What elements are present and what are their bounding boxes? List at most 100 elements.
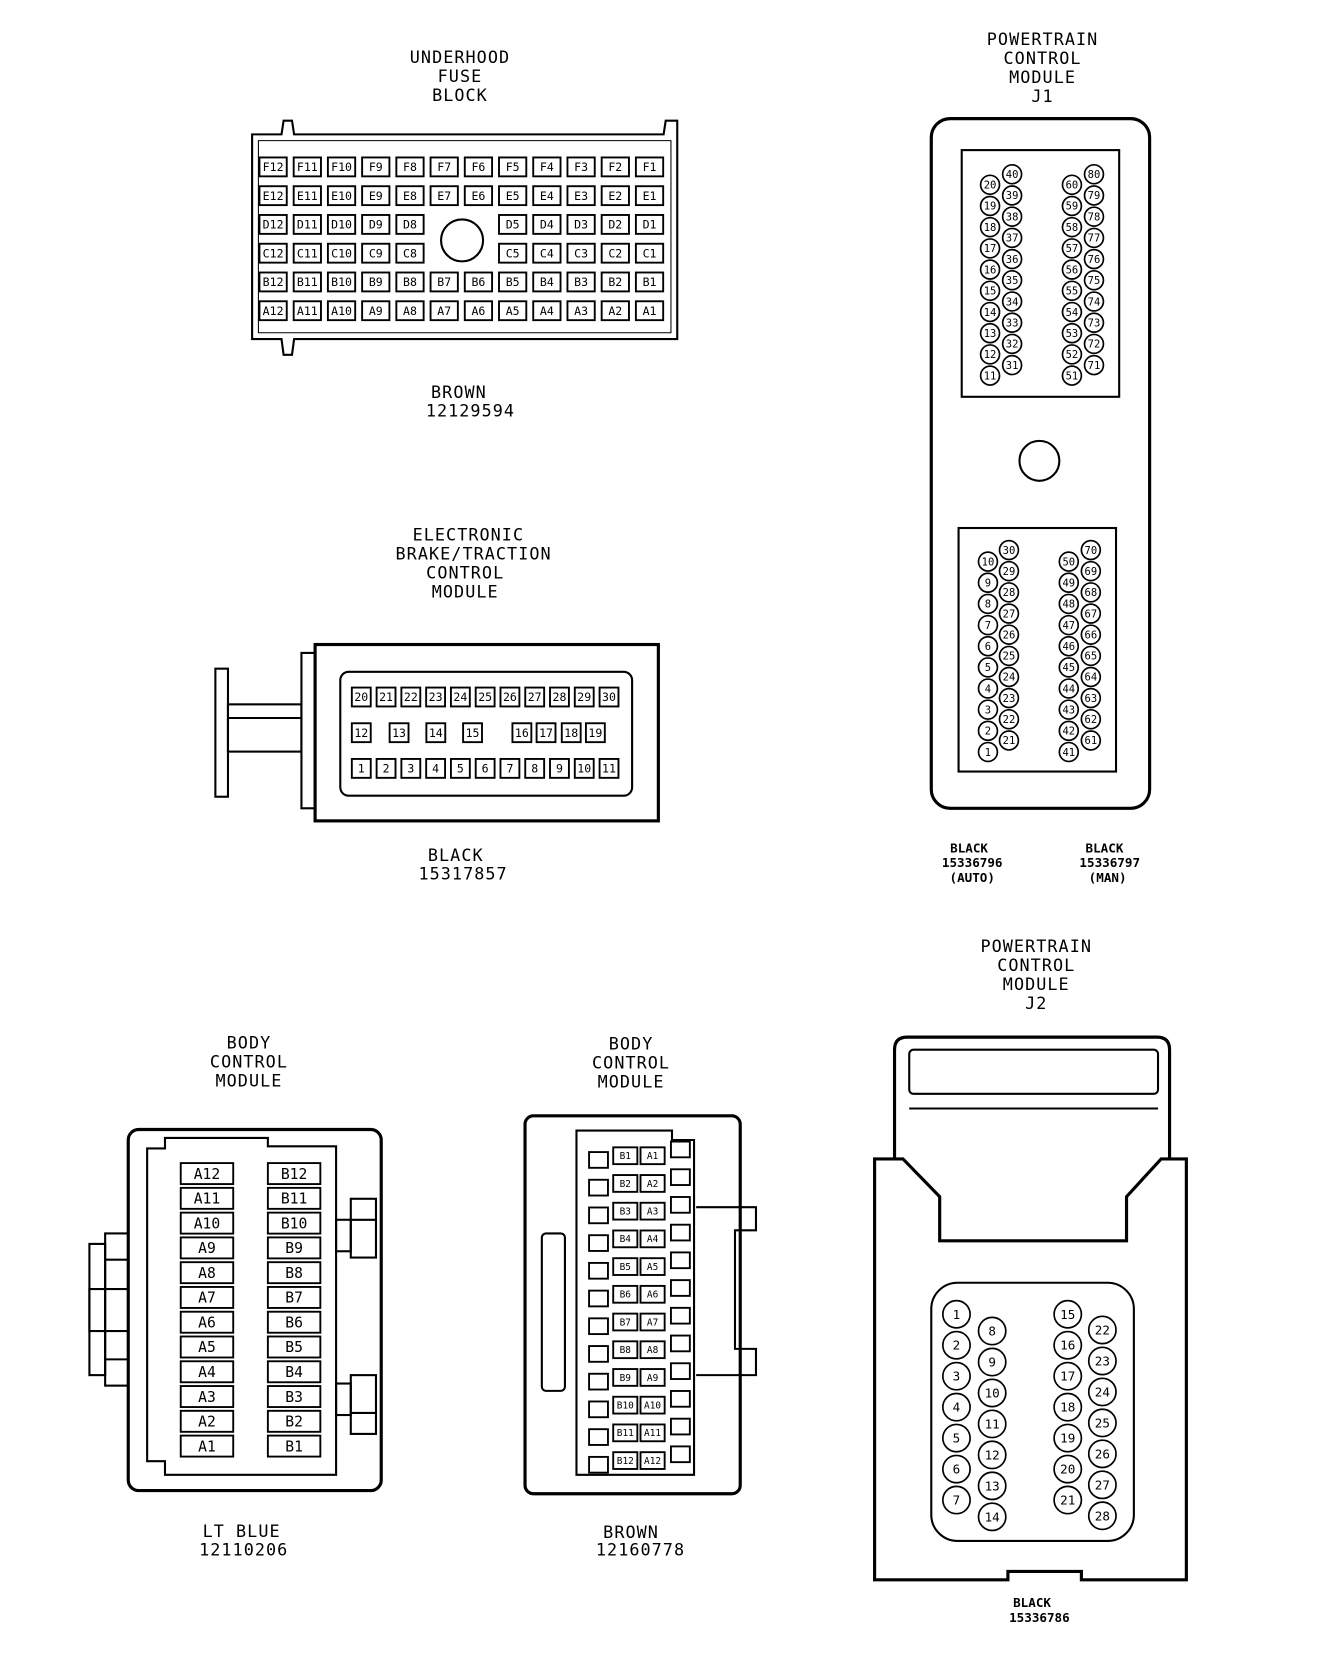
pin-outline: [1080, 730, 1102, 751]
j1-pin-64: 64: [1080, 666, 1102, 688]
j1-pin-59: 59: [1061, 195, 1083, 217]
pin-number: 41: [1062, 747, 1075, 759]
ebtcm-cavity-9: 9: [549, 758, 570, 779]
pcm-j1-auto-part-number: 15336796: [942, 855, 1003, 870]
cavity-number: B5: [620, 1262, 631, 1273]
bcm-lt-blue-cavity-b5: B5: [266, 1335, 322, 1359]
cavity-number: A9: [647, 1373, 659, 1384]
bcm-lt-blue-title-line: MODULE: [216, 1070, 283, 1090]
cavity-number: A4: [540, 304, 554, 318]
pin-number: 3: [953, 1369, 961, 1384]
j1-pin-61: 61: [1080, 730, 1102, 751]
fuse-cavity-a6: A6: [463, 300, 494, 322]
pin-number: 3: [985, 704, 991, 716]
bcm-brown-cavity-b4: B4: [612, 1229, 639, 1249]
bcm-lt-blue-cavity-b1: B1: [266, 1434, 322, 1458]
pin-outline: [1087, 1346, 1117, 1376]
fuse-cavity-e4: E4: [532, 185, 562, 207]
bcm-brown-cavity-a2: A2: [639, 1174, 666, 1193]
cavity-number: 17: [539, 726, 553, 740]
cavity-outline: [361, 214, 391, 235]
bcm-brown-empty-cavity: [588, 1455, 609, 1474]
pin-number: 68: [1085, 587, 1098, 599]
pin-outline: [1058, 593, 1080, 615]
cavity-outline: [499, 758, 521, 779]
cavity-outline: [511, 722, 533, 744]
bcm-brown-cavity-frame: [575, 1129, 696, 1476]
ebtcm-title-line: ELECTRONIC: [413, 525, 525, 545]
j2-pin-4: 4: [941, 1392, 971, 1422]
j2-pin-18: 18: [1053, 1392, 1083, 1422]
fuse-cavity-a2: A2: [600, 300, 630, 322]
cavity-number: F10: [331, 160, 352, 174]
ebtcm-color: BLACK: [428, 845, 484, 865]
pin-outline: [1061, 344, 1083, 365]
j1-pin-15: 15: [979, 280, 1001, 302]
j1-pin-73: 73: [1083, 312, 1105, 333]
cavity-outline: [549, 686, 570, 708]
ebtcm-cavity-10: 10: [573, 758, 595, 779]
j1-pin-51: 51: [1061, 365, 1083, 386]
j1-pin-19: 19: [979, 195, 1001, 217]
fuse-cavity-f5: F5: [498, 156, 528, 178]
pin-outline: [1001, 185, 1023, 206]
pin-number: 43: [1062, 704, 1075, 716]
pin-outline: [1080, 582, 1102, 603]
pin-number: 22: [1095, 1323, 1110, 1338]
j1-pin-39: 39: [1001, 185, 1023, 206]
cavity-number: E1: [643, 189, 657, 203]
j1-pin-53: 53: [1061, 322, 1083, 344]
cavity-number: C8: [403, 246, 417, 260]
bcm-brown-cavity-a11: A11: [639, 1423, 666, 1443]
ebtcm-cavity-6: 6: [474, 758, 496, 779]
cavity-number: D1: [643, 218, 657, 232]
cavity-number: B2: [608, 275, 622, 289]
bcm-lt-blue-cavity-a9: A9: [179, 1236, 235, 1260]
cavity-number: E5: [506, 189, 520, 203]
pin-number: 27: [1095, 1477, 1110, 1492]
pcm-j1-man-color: BLACK: [1086, 840, 1124, 855]
cavity-number: A4: [647, 1234, 659, 1245]
cavity-number: A10: [331, 304, 352, 318]
bcm-brown-empty-cavity: [670, 1140, 691, 1159]
j1-pin-12: 12: [979, 344, 1001, 365]
cavity-outline: [639, 1229, 666, 1249]
pin-outline: [1058, 741, 1080, 763]
pcm-j1-bolt-hole: [1018, 439, 1061, 482]
bcm-lt-blue-cavity-a1: A1: [179, 1434, 235, 1458]
bcm-brown-cavity-b2: B2: [612, 1174, 639, 1193]
cavity-outline: [326, 271, 357, 293]
pin-number: 23: [1003, 693, 1016, 705]
pin-outline: [1058, 614, 1080, 636]
pin-outline: [1058, 678, 1080, 699]
fuse-cavity-b1: B1: [634, 271, 665, 293]
pin-outline: [1061, 259, 1083, 280]
cavity-number: B3: [285, 1389, 303, 1406]
pin-number: 22: [1003, 714, 1016, 726]
pin-number: 17: [984, 243, 997, 255]
cavity-number: D10: [331, 218, 352, 232]
bcm-brown-cavity-b3: B3: [612, 1201, 639, 1221]
cavity-outline: [258, 185, 288, 207]
pin-outline: [1001, 333, 1023, 355]
cavity-outline: [532, 156, 562, 178]
cavity-number: E9: [369, 189, 383, 203]
pin-outline: [1087, 1470, 1117, 1500]
j1-pin-33: 33: [1001, 312, 1023, 333]
cavity-outline: [600, 214, 630, 235]
cavity-number: B2: [285, 1414, 303, 1431]
fuse-cavity-d5: D5: [498, 214, 528, 235]
pcm-j1-upper-cavity: [960, 149, 1121, 398]
pin-outline: [977, 614, 999, 636]
pin-outline: [979, 280, 1001, 302]
j1-pin-4: 4: [977, 678, 999, 699]
pin-outline: [1080, 708, 1102, 730]
bcm-lt-blue-cavity-b6: B6: [266, 1310, 322, 1334]
cavity-number: B12: [281, 1166, 308, 1183]
j1-pin-78: 78: [1083, 206, 1105, 227]
j1-pin-27: 27: [998, 603, 1020, 624]
cavity-outline: [634, 156, 665, 178]
pin-number: 13: [985, 1478, 1000, 1493]
cavity-outline: [462, 722, 483, 744]
pin-number: 77: [1088, 233, 1101, 245]
